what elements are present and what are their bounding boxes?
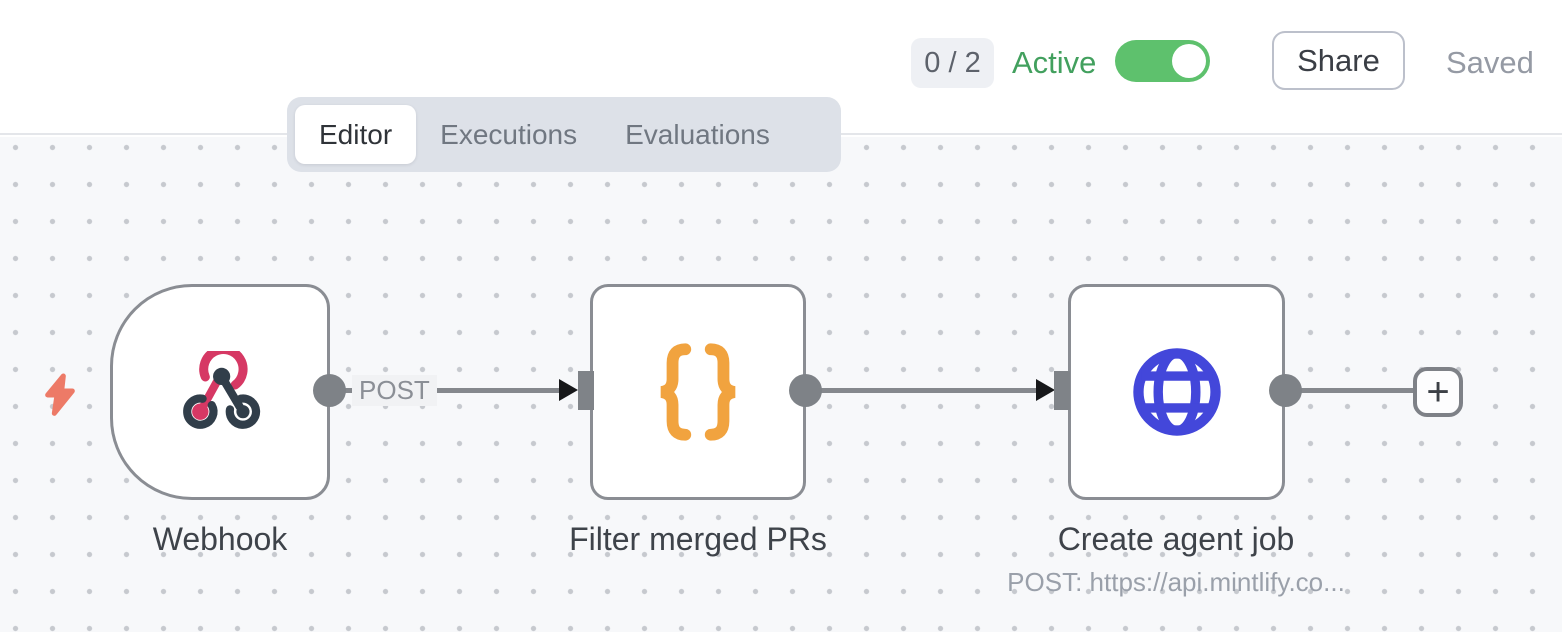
output-port-webhook[interactable] bbox=[313, 374, 346, 407]
connection-arrow-icon bbox=[1036, 379, 1055, 401]
share-button[interactable]: Share bbox=[1272, 31, 1405, 90]
output-port-http[interactable] bbox=[1269, 374, 1302, 407]
connection-filter-http[interactable] bbox=[806, 388, 1037, 393]
node-label-webhook: Webhook bbox=[152, 521, 288, 557]
active-label: Active bbox=[1012, 45, 1097, 80]
tab-evaluations[interactable]: Evaluations bbox=[625, 119, 770, 150]
view-tabbar: Editor Executions Evaluations bbox=[287, 97, 841, 172]
input-port-http[interactable] bbox=[1054, 371, 1070, 410]
connection-http-add[interactable] bbox=[1286, 388, 1414, 393]
node-webhook[interactable] bbox=[110, 284, 330, 500]
webhook-icon bbox=[183, 351, 261, 429]
trigger-bolt-icon bbox=[45, 373, 75, 416]
workflow-canvas[interactable]: POST bbox=[0, 137, 1562, 632]
node-create-agent-job[interactable] bbox=[1068, 284, 1285, 500]
node-subtitle-http: POST: https://api.mintlify.co... bbox=[1007, 567, 1345, 597]
toggle-knob-icon bbox=[1172, 44, 1206, 78]
connection-arrow-icon bbox=[559, 379, 578, 401]
active-toggle[interactable] bbox=[1115, 40, 1210, 82]
tab-executions[interactable]: Executions bbox=[440, 119, 578, 150]
input-port-filter[interactable] bbox=[578, 371, 594, 410]
connection-label-post: POST bbox=[352, 375, 437, 406]
node-label-filter: Filter merged PRs bbox=[569, 521, 827, 557]
issues-count-badge[interactable]: 0 / 2 bbox=[911, 38, 994, 88]
connection-webhook-filter[interactable] bbox=[330, 388, 560, 393]
saved-status: Saved bbox=[1446, 45, 1534, 80]
globe-icon bbox=[1132, 348, 1221, 436]
tab-editor[interactable]: Editor bbox=[295, 105, 417, 164]
node-filter-merged-prs[interactable] bbox=[590, 284, 806, 500]
code-braces-icon bbox=[660, 343, 736, 441]
output-port-filter[interactable] bbox=[789, 374, 822, 407]
add-node-button[interactable]: + bbox=[1413, 367, 1463, 417]
node-label-http: Create agent job bbox=[1057, 521, 1295, 557]
